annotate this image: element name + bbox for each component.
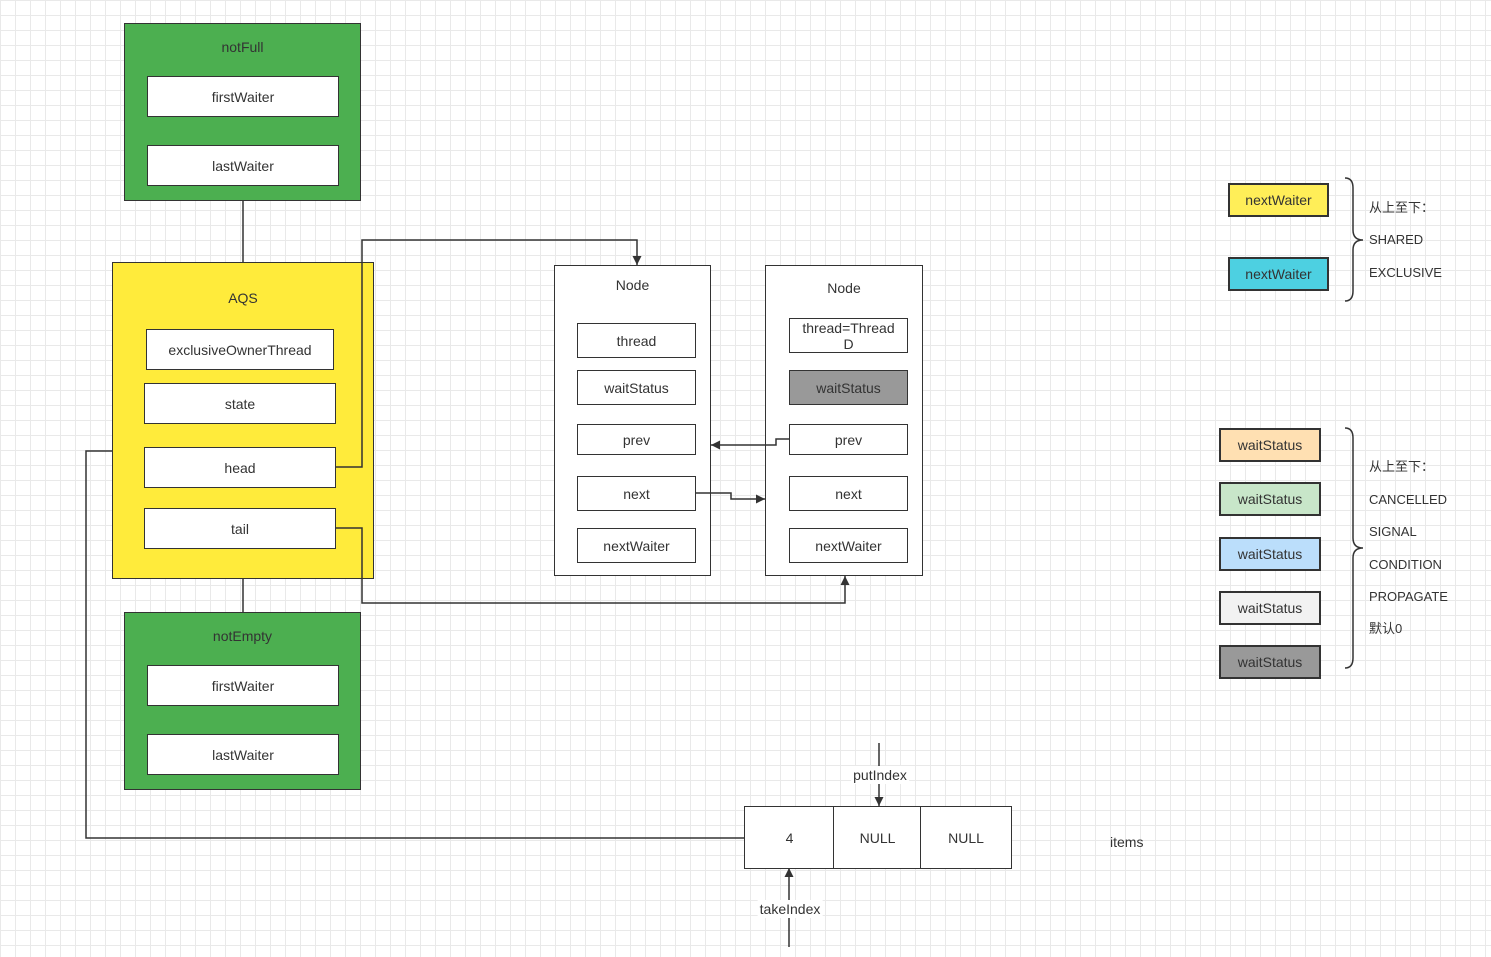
notfull-first-waiter-field: firstWaiter <box>147 76 339 117</box>
wait-status-legend-swatch-signal: waitStatus <box>1219 482 1321 516</box>
items-cell-0: 4 <box>744 806 835 869</box>
node-2-box: Node thread=ThreadD waitStatus prev next… <box>765 265 923 576</box>
notfull-condition-box: notFull firstWaiter lastWaiter <box>124 23 361 201</box>
node-1-next-waiter-field: nextWaiter <box>577 528 696 563</box>
notempty-condition-box: notEmpty firstWaiter lastWaiter <box>124 612 361 790</box>
wait-status-legend-swatch-default: waitStatus <box>1219 645 1321 679</box>
notfull-title: notFull <box>221 39 264 55</box>
put-index-label: putIndex <box>851 766 909 784</box>
notempty-title: notEmpty <box>212 628 273 644</box>
wait-status-legend-swatch-cancelled: waitStatus <box>1219 428 1321 462</box>
next-waiter-legend-shared: SHARED <box>1369 232 1424 247</box>
node-2-next-field: next <box>789 476 908 511</box>
notfull-last-waiter-field: lastWaiter <box>147 145 339 186</box>
wait-status-legend-propagate: PROPAGATE <box>1369 589 1448 604</box>
node-2-thread-field: thread=ThreadD <box>789 318 908 353</box>
aqs-exclusive-owner-thread-field: exclusiveOwnerThread <box>146 329 334 370</box>
wait-status-legend-cancelled: CANCELLED <box>1369 492 1448 507</box>
node-1-next-field: next <box>577 476 696 511</box>
node-1-thread-field: thread <box>577 323 696 358</box>
wait-status-legend-heading: 从上至下： <box>1369 459 1435 474</box>
items-cell-2: NULL <box>920 806 1012 869</box>
next-waiter-legend-heading: 从上至下： <box>1369 200 1435 215</box>
node-2-thread-label: thread=ThreadD <box>802 319 895 352</box>
next-waiter-legend-swatch-exclusive: nextWaiter <box>1228 257 1329 291</box>
aqs-title: AQS <box>228 290 258 306</box>
items-cell-1: NULL <box>833 806 922 869</box>
next-waiter-legend-exclusive: EXCLUSIVE <box>1369 265 1442 280</box>
node-1-box: Node thread waitStatus prev next nextWai… <box>554 265 711 576</box>
node-1-wait-status-field: waitStatus <box>577 370 696 405</box>
wait-status-legend-swatch-propagate: waitStatus <box>1219 591 1321 625</box>
next-waiter-legend-swatch-shared: nextWaiter <box>1228 183 1329 217</box>
node-1-title: Node <box>615 277 650 293</box>
take-index-label: takeIndex <box>757 900 823 918</box>
notempty-first-waiter-field: firstWaiter <box>147 665 339 706</box>
aqs-head-field: head <box>144 447 336 488</box>
wait-status-legend-swatch-condition: waitStatus <box>1219 537 1321 571</box>
wait-status-legend-condition: CONDITION <box>1369 557 1442 572</box>
node-2-wait-status-field: waitStatus <box>789 370 908 405</box>
aqs-tail-field: tail <box>144 508 336 549</box>
node-1-prev-field: prev <box>577 424 696 455</box>
node-2-prev-field: prev <box>789 424 908 455</box>
node-2-next-waiter-field: nextWaiter <box>789 528 908 563</box>
wait-status-legend-brace <box>1344 427 1364 669</box>
notempty-last-waiter-field: lastWaiter <box>147 734 339 775</box>
items-array-label: items <box>1110 834 1144 850</box>
next-waiter-legend-brace <box>1344 177 1364 302</box>
aqs-box: AQS exclusiveOwnerThread state head tail <box>112 262 374 579</box>
aqs-state-field: state <box>144 383 336 424</box>
node-2-title: Node <box>827 280 861 296</box>
wait-status-legend-signal: SIGNAL <box>1369 524 1417 539</box>
wait-status-legend-default: 默认0 <box>1369 621 1403 636</box>
